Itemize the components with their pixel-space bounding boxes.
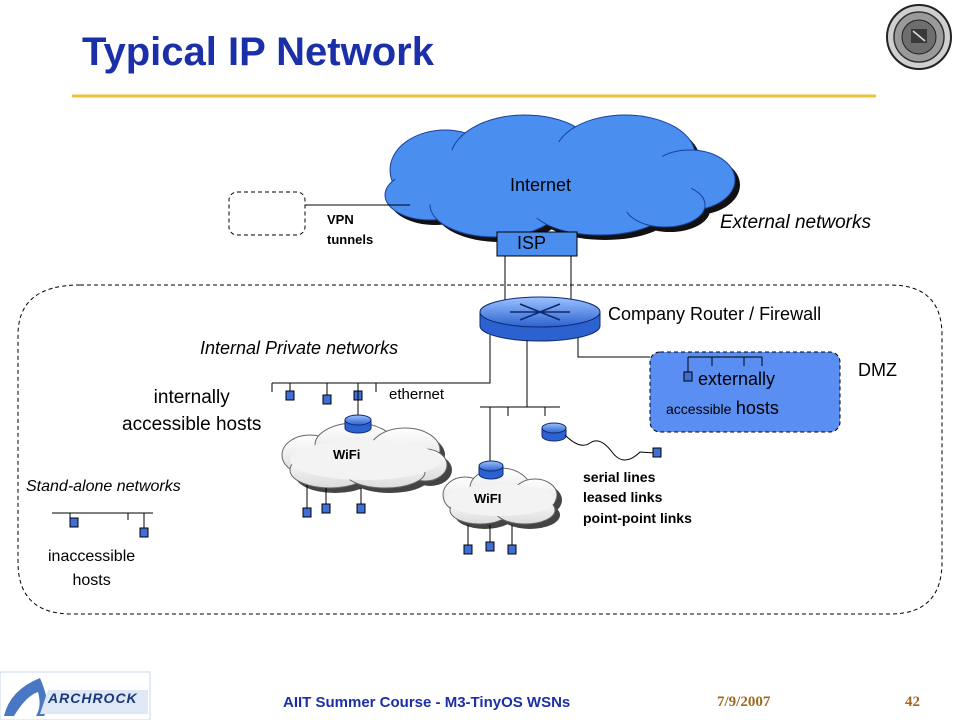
wifi-left-host <box>356 503 366 514</box>
externally-accessible-hosts: accessible hosts <box>666 398 779 419</box>
serial-line <box>564 434 656 461</box>
dmz-box <box>649 351 841 433</box>
university-seal-icon <box>886 4 952 70</box>
dmz-link <box>577 338 650 358</box>
company-router-icon <box>479 296 601 342</box>
wifi-left-label: WiFi <box>333 447 361 462</box>
ethernet-host <box>322 394 332 405</box>
dmz-host <box>683 371 693 382</box>
serial-router-icon <box>541 422 567 442</box>
isp-box <box>496 231 578 257</box>
internal-private-networks-label: Internal Private networks <box>200 338 399 358</box>
dmz-label: DMZ <box>858 360 897 380</box>
private-network-boundary <box>17 284 943 615</box>
standalone-host <box>69 517 79 528</box>
isp-label: ISP <box>517 233 547 253</box>
standalone-networks-label: Stand-alone networks <box>26 478 181 495</box>
internet-cloud <box>384 114 740 242</box>
serial-host <box>652 447 662 458</box>
footer-course: AIIT Summer Course - M3-TinyOS WSNs <box>283 694 571 711</box>
wifi-left-router-icon <box>344 414 372 434</box>
footer-date: 7/9/2007 <box>717 694 771 710</box>
externally-label: externally <box>698 369 776 389</box>
logo-wordmark: ARCHROCK <box>48 690 138 706</box>
wifi-mid-router-icon <box>478 460 504 480</box>
internet-label: Internet <box>510 175 572 195</box>
inaccessible-hosts-label: inaccessible hosts <box>48 548 136 589</box>
wifi-mid-host <box>485 541 495 552</box>
hosts-word: hosts <box>735 398 779 418</box>
footer-page-number: 42 <box>905 694 920 710</box>
wifi-left-host <box>302 507 312 518</box>
archrock-logo <box>0 671 151 720</box>
ethernet-host <box>285 390 295 401</box>
wifi-left-cloud <box>281 422 452 493</box>
serial-links-label: serial lines leased links point-point li… <box>583 469 692 526</box>
wifi-mid-host <box>463 544 473 555</box>
wifi-mid-host <box>507 544 517 555</box>
wifi-mid-label: WiFI <box>474 491 502 506</box>
company-router-label: Company Router / Firewall <box>608 304 822 324</box>
standalone-host <box>139 527 149 538</box>
vpn-tunnels-label: VPN tunnels <box>327 212 374 247</box>
slide-title: Typical IP Network <box>82 30 434 74</box>
ethernet-label: ethernet <box>389 386 445 403</box>
vpn-remote-box <box>228 191 306 236</box>
accessible-word: accessible <box>666 401 732 417</box>
external-networks-label: External networks <box>720 212 872 233</box>
wifi-mid-cloud <box>442 467 562 529</box>
ethernet-link <box>272 335 491 384</box>
wifi-left-host <box>321 503 331 514</box>
internally-accessible-hosts-label: internally accessible hosts <box>122 387 262 435</box>
